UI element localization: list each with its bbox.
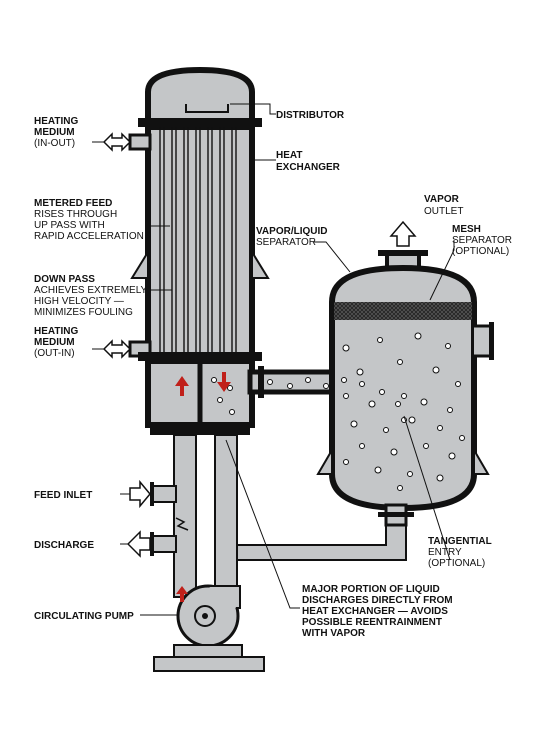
circulation-piping	[150, 434, 407, 672]
separator-return-pipe	[236, 524, 407, 561]
pump-flow-arrow	[176, 586, 188, 602]
label-heat-exchanger: HEAT EXCHANGER	[276, 150, 341, 173]
side-nozzle-flange	[489, 322, 494, 360]
exchanger-dome	[145, 66, 255, 125]
pump-pedestal	[173, 644, 243, 658]
heat-exchanger	[128, 66, 270, 435]
heating-nozzle-top	[128, 133, 152, 151]
label-circulating-pump: CIRCULATING PUMP	[34, 611, 134, 622]
label-vapor-outlet: VAPOR OUTLET	[424, 194, 463, 217]
discharge-arrow	[126, 530, 151, 558]
leader-lines	[92, 103, 455, 616]
pipe-break-mark	[175, 517, 189, 531]
label-heating-medium-in-out: HEATING MEDIUM (IN-OUT)	[34, 116, 81, 149]
riser-pipe	[173, 434, 197, 598]
label-vapor-liquid-separator: VAPOR/LIQUID SEPARATOR	[256, 226, 330, 248]
label-discharge: DISCHARGE	[34, 540, 94, 551]
bottom-tube-sheet	[138, 352, 262, 361]
up-flow-arrow	[175, 376, 189, 396]
heating-out-in-arrow	[102, 339, 132, 359]
pump-base	[153, 656, 265, 672]
exchanger-lug-left	[130, 248, 149, 279]
label-metered-feed: METERED FEED RISES THROUGH UP PASS WITH …	[34, 198, 144, 242]
feed-inlet-arrow	[129, 479, 151, 509]
pump-shaft	[202, 613, 208, 619]
pump-discharge-nozzle	[208, 585, 241, 609]
feed-inlet-flange	[150, 482, 154, 506]
pipe-bubbles	[211, 377, 407, 423]
mesh-pad	[334, 302, 472, 320]
down-flow-arrow	[217, 372, 231, 392]
distributor-plate	[185, 104, 229, 113]
bottom-nozzle-flange	[378, 512, 414, 517]
vapor-liquid-separator	[211, 250, 494, 527]
bottom-flange	[150, 425, 250, 435]
label-major-portion: MAJOR PORTION OF LIQUID DISCHARGES DIREC…	[302, 584, 455, 639]
heating-in-out-arrow	[102, 132, 132, 152]
separator-lug-right	[473, 446, 490, 475]
separator-lug-left	[316, 446, 333, 475]
labels: DISTRIBUTOR HEAT EXCHANGER HEATING MEDIU…	[34, 110, 515, 639]
discharge-branch	[151, 535, 177, 553]
pipe-flange	[258, 366, 264, 398]
exchanger-lug-right	[251, 248, 270, 279]
vapor-outlet-arrow	[389, 220, 417, 247]
flow-arrows	[102, 132, 417, 602]
label-feed-inlet: FEED INLET	[34, 490, 92, 501]
label-distributor: DISTRIBUTOR	[276, 110, 345, 121]
discharge-flange	[150, 532, 154, 556]
top-tube-sheet	[138, 118, 262, 127]
exchanger-tubes	[159, 127, 237, 355]
label-heating-medium-out-in: HEATING MEDIUM (OUT-IN)	[34, 326, 81, 359]
pump-impeller	[194, 605, 216, 627]
label-down-pass: DOWN PASS ACHIEVES EXTREMELY HIGH VELOCI…	[34, 274, 150, 318]
vapor-bubbles	[342, 332, 465, 491]
vapor-outlet-flange	[378, 250, 428, 256]
label-mesh-separator: MESH SEPARATOR (OPTIONAL)	[452, 224, 515, 257]
feed-inlet-branch	[151, 485, 177, 503]
label-tangential-entry: TANGENTIAL ENTRY (OPTIONAL)	[428, 536, 494, 569]
